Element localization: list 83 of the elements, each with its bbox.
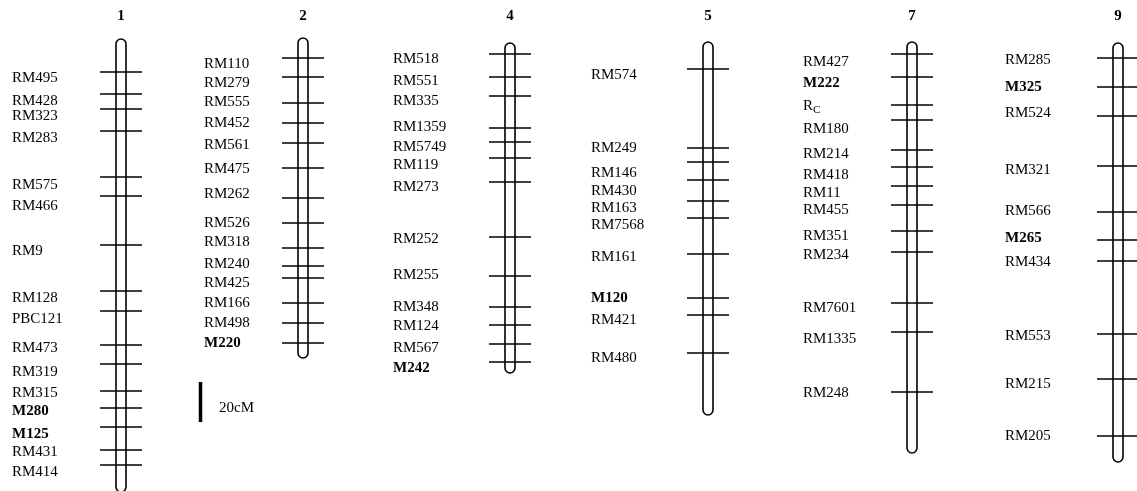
- marker-label: RM5749: [393, 139, 447, 154]
- marker-label: RM214: [803, 146, 849, 161]
- marker-label: RM452: [204, 115, 250, 130]
- marker-label: M125: [12, 426, 49, 441]
- marker-label: RM518: [393, 51, 439, 66]
- marker-label: RM11: [803, 185, 841, 200]
- marker-label: RM455: [803, 202, 849, 217]
- marker-label: RM248: [803, 385, 849, 400]
- scale-label: 20cM: [219, 400, 254, 415]
- marker-label: RM283: [12, 130, 58, 145]
- marker-label: RM553: [1005, 328, 1051, 343]
- marker-label: M120: [591, 290, 628, 305]
- marker-label: PBC121: [12, 311, 63, 326]
- marker-label: RM321: [1005, 162, 1051, 177]
- marker-label: RM124: [393, 318, 439, 333]
- marker-label: RM110: [204, 56, 250, 71]
- chromosome-number: 1: [117, 7, 125, 23]
- marker-label: RM161: [591, 249, 637, 264]
- marker-label: RM323: [12, 108, 58, 123]
- marker-label: RM466: [12, 198, 58, 213]
- marker-label: RM480: [591, 350, 637, 365]
- marker-label: RM7601: [803, 300, 857, 315]
- marker-label: M325: [1005, 79, 1042, 94]
- marker-label: RM273: [393, 179, 439, 194]
- marker-label: RM418: [803, 167, 849, 182]
- marker-label: RM574: [591, 67, 637, 82]
- marker-label: RM526: [204, 215, 250, 230]
- marker-label: RM262: [204, 186, 250, 201]
- marker-label: RM146: [591, 165, 637, 180]
- marker-label: RM495: [12, 70, 58, 85]
- marker-label: M242: [393, 360, 430, 375]
- marker-label: RM561: [204, 137, 250, 152]
- marker-label: RM335: [393, 93, 439, 108]
- chromosome-number: 2: [299, 7, 307, 23]
- marker-label: RM1359: [393, 119, 447, 134]
- marker-label: RM119: [393, 157, 439, 172]
- marker-label: R$_{C}$: [803, 98, 821, 113]
- chromosome-number: 7: [908, 7, 916, 23]
- marker-label: RM575: [12, 177, 58, 192]
- marker-label: RM255: [393, 267, 439, 282]
- marker-label: RM475: [204, 161, 250, 176]
- marker-label: M265: [1005, 230, 1042, 245]
- marker-label: RM315: [12, 385, 58, 400]
- chromosome-number: 9: [1114, 7, 1122, 23]
- marker-label: RM427: [803, 54, 849, 69]
- marker-label: RM431: [12, 444, 58, 459]
- marker-label: RM128: [12, 290, 58, 305]
- marker-label: RM414: [12, 464, 58, 479]
- marker-label: RM249: [591, 140, 637, 155]
- marker-label: RM348: [393, 299, 439, 314]
- marker-label: RM473: [12, 340, 58, 355]
- marker-label: RM240: [204, 256, 250, 271]
- marker-label: RM319: [12, 364, 58, 379]
- marker-label: M220: [204, 335, 241, 350]
- marker-label: RM425: [204, 275, 250, 290]
- marker-label: RM551: [393, 73, 439, 88]
- marker-label: RM430: [591, 183, 637, 198]
- marker-label: RM567: [393, 340, 439, 355]
- marker-label: RM166: [204, 295, 250, 310]
- marker-label: RM498: [204, 315, 250, 330]
- marker-label: RM421: [591, 312, 637, 327]
- marker-label: RM252: [393, 231, 439, 246]
- marker-label: M222: [803, 75, 840, 90]
- marker-label: RM1335: [803, 331, 857, 346]
- marker-label: RM279: [204, 75, 250, 90]
- marker-label: RM566: [1005, 203, 1051, 218]
- marker-label: RM163: [591, 200, 637, 215]
- chromosome-number: 4: [506, 7, 514, 23]
- marker-label: RM215: [1005, 376, 1051, 391]
- marker-label: RM180: [803, 121, 849, 136]
- marker-label: RM351: [803, 228, 849, 243]
- marker-label: RM9: [12, 243, 43, 258]
- marker-label: RM524: [1005, 105, 1051, 120]
- marker-label: RM428: [12, 93, 58, 108]
- marker-label: RM205: [1005, 428, 1051, 443]
- marker-label: RM318: [204, 234, 250, 249]
- chromosome-number: 5: [704, 7, 712, 23]
- marker-label: RM555: [204, 94, 250, 109]
- marker-label: RM434: [1005, 254, 1051, 269]
- marker-label: RM234: [803, 247, 849, 262]
- marker-label: RM7568: [591, 217, 645, 232]
- marker-label: M280: [12, 403, 49, 418]
- marker-label: RM285: [1005, 52, 1051, 67]
